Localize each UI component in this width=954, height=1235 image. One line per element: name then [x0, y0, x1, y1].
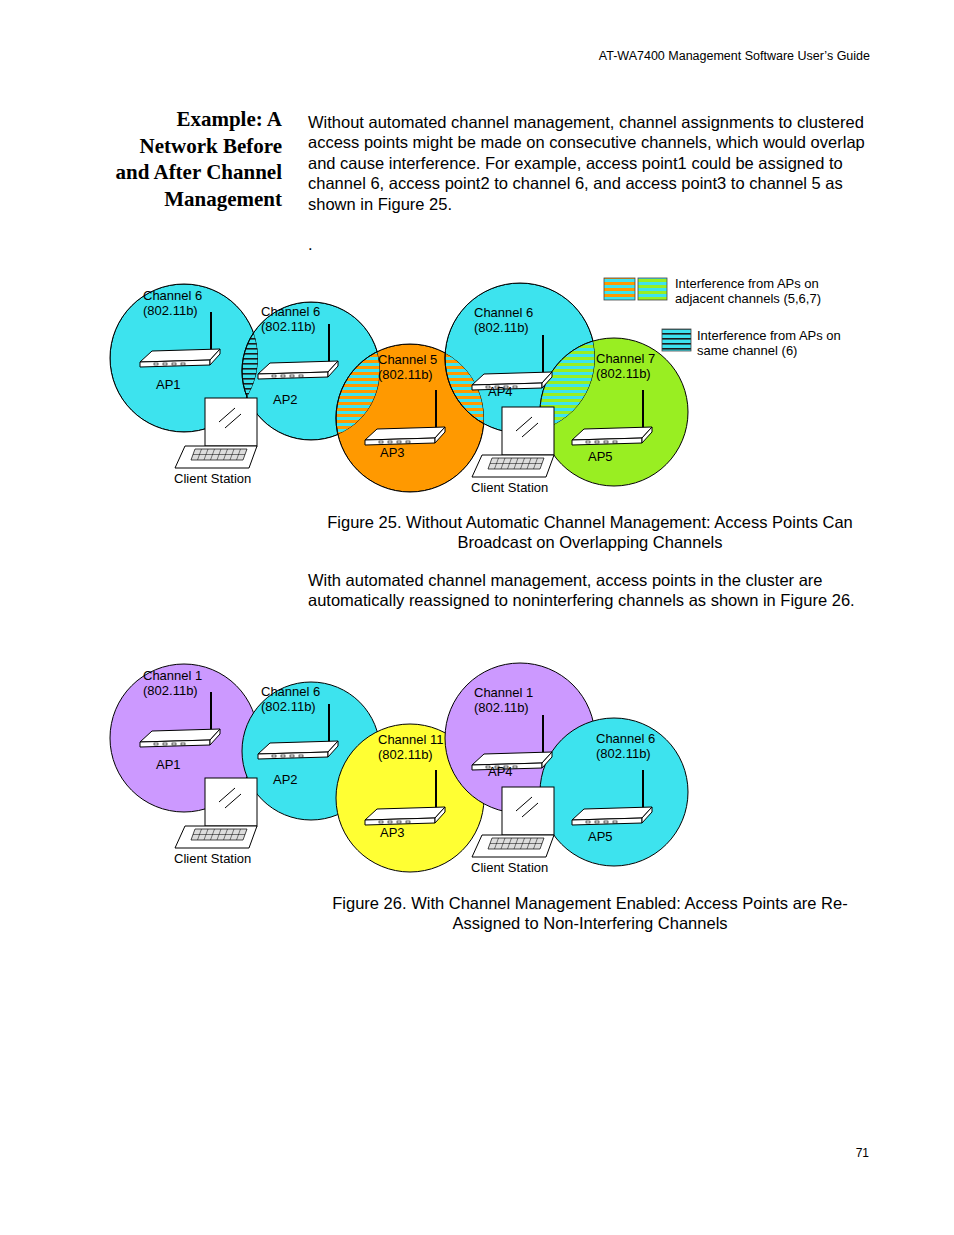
access-point-icon	[258, 324, 338, 379]
legend-swatch	[662, 329, 691, 351]
legend-swatch	[604, 278, 635, 300]
channel-label: Channel 6 (802.11b)	[474, 305, 552, 335]
access-point-icon	[572, 770, 652, 825]
client-station-label: Client Station	[471, 860, 581, 875]
running-header: AT-WA7400 Management Software User’s Gui…	[560, 49, 870, 64]
access-point-icon	[365, 770, 445, 825]
channel-label: Channel 6 (802.11b)	[143, 288, 221, 318]
section-heading: Example: A Network Before and After Chan…	[110, 106, 282, 212]
ap-label: AP2	[273, 772, 313, 787]
access-point-icon	[258, 704, 338, 759]
ap-label: AP4	[488, 764, 528, 779]
legend-text: Interference from APs on adjacent channe…	[675, 276, 855, 306]
coverage-circle: Channel 6 (802.11b) AP5	[540, 718, 688, 866]
channel-label: Channel 11 (802.11b)	[378, 732, 456, 762]
figure-caption: Figure 25. Without Automatic Channel Man…	[305, 512, 875, 553]
client-station-label: Client Station	[174, 471, 284, 486]
access-point-icon	[140, 312, 220, 367]
ap-label: AP5	[588, 829, 628, 844]
access-point-icon	[472, 335, 552, 390]
access-point-icon	[472, 715, 552, 770]
client-station-label: Client Station	[471, 480, 581, 495]
client-station-icon	[175, 778, 257, 848]
ap-label: AP1	[156, 377, 196, 392]
page-number: 71	[830, 1146, 869, 1160]
ap-label: AP1	[156, 757, 196, 772]
channel-label: Channel 6 (802.11b)	[261, 684, 339, 714]
access-point-icon	[140, 692, 220, 747]
access-point-icon	[572, 390, 652, 445]
ap-label: AP2	[273, 392, 313, 407]
channel-label: Channel 6 (802.11b)	[261, 304, 339, 334]
body-paragraph: .	[308, 234, 348, 254]
body-paragraph: Without automated channel management, ch…	[308, 112, 868, 214]
channel-label: Channel 7 (802.11b)	[596, 351, 674, 381]
client-station-icon	[175, 398, 257, 468]
interference-hatch	[540, 338, 688, 486]
channel-label: Channel 5 (802.11b)	[378, 352, 456, 382]
channel-label: Channel 1 (802.11b)	[143, 668, 221, 698]
ap-label: AP4	[488, 384, 528, 399]
figure-caption: Figure 26. With Channel Management Enabl…	[305, 893, 875, 934]
channel-label: Channel 1 (802.11b)	[474, 685, 552, 715]
ap-label: AP5	[588, 449, 628, 464]
body-paragraph: With automated channel management, acces…	[308, 570, 868, 611]
ap-label: AP3	[380, 445, 420, 460]
client-station-icon	[472, 787, 554, 857]
client-station-icon	[472, 407, 554, 477]
client-station-label: Client Station	[174, 851, 284, 866]
ap-label: AP3	[380, 825, 420, 840]
channel-label: Channel 6 (802.11b)	[596, 731, 674, 761]
access-point-icon	[365, 390, 445, 445]
legend-swatch	[638, 278, 667, 300]
legend-text: Interference from APs on same channel (6…	[697, 328, 847, 358]
